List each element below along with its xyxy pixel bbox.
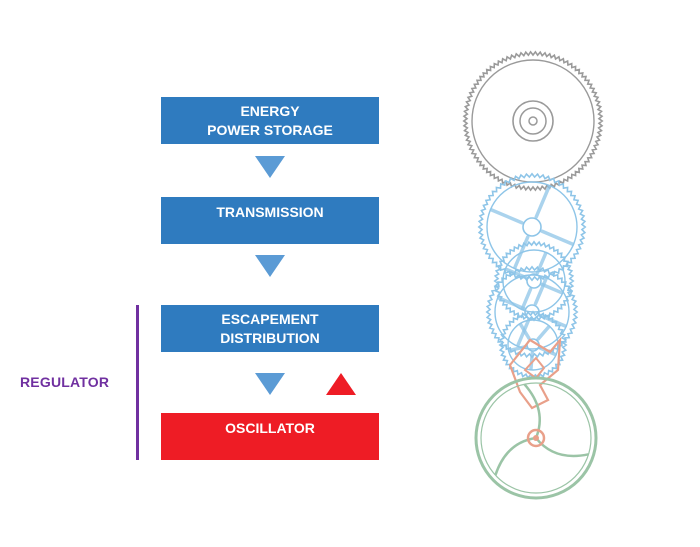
- step-oscillator-box: OSCILLATOR: [161, 413, 379, 460]
- escape-wheel-gear-spoke: [518, 322, 531, 340]
- down-triangle-icon: [255, 255, 285, 277]
- balance-staff: [533, 435, 539, 441]
- barrel-gear: [462, 50, 604, 192]
- center-wheel-gear-spoke: [489, 208, 524, 225]
- pallet-fork: [523, 356, 546, 380]
- escape-wheel-gear-spoke: [529, 351, 535, 371]
- balance-wheel-arm: [535, 437, 589, 458]
- fourth-wheel-gear-hub: [524, 304, 540, 320]
- escape-wheel-gear-spoke: [507, 345, 527, 353]
- step-oscillator-line-1: OSCILLATOR: [225, 420, 315, 436]
- balance-wheel-arm: [494, 436, 537, 476]
- fourth-wheel-gear-rim: [494, 274, 570, 350]
- down-triangle-icon: [255, 156, 285, 178]
- center-wheel-gear-hub: [522, 217, 542, 237]
- fourth-wheel-gear-spoke: [533, 277, 548, 306]
- third-wheel-gear: [493, 240, 575, 322]
- fourth-wheel-gear-spoke: [497, 296, 526, 311]
- balance-roller: [526, 428, 546, 448]
- up-triangle-icon: [326, 373, 356, 395]
- center-wheel-gear-rim: [486, 181, 578, 273]
- balance-wheel-inner: [480, 382, 592, 494]
- regulator-bracket: [136, 305, 139, 460]
- center-wheel-gear-spoke: [534, 184, 551, 219]
- third-wheel-gear-spoke: [520, 287, 533, 311]
- fourth-wheel-gear-spoke: [516, 318, 531, 347]
- balance-wheel-arm: [523, 383, 541, 439]
- barrel-gear-hub: [512, 100, 554, 142]
- barrel-center: [528, 116, 538, 126]
- escape-wheel-gear-spoke: [536, 325, 551, 341]
- regulator-label: REGULATOR: [20, 374, 110, 390]
- step-escapement-box: ESCAPEMENT DISTRIBUTION: [161, 305, 379, 352]
- third-wheel-gear-hub: [526, 273, 542, 289]
- step-energy-line-2: POWER STORAGE: [207, 122, 333, 138]
- step-energy-line-1: ENERGY: [240, 103, 300, 119]
- step-energy-box: ENERGY POWER STORAGE: [161, 97, 379, 144]
- watch-movement-illustration: [462, 50, 604, 500]
- escape-wheel-gear: [498, 310, 568, 380]
- balance-wheel-rim: [474, 376, 598, 500]
- barrel-gear-rim: [471, 59, 595, 183]
- center-wheel-gear-spoke: [540, 229, 575, 246]
- step-escapement-line-2: DISTRIBUTION: [220, 330, 320, 346]
- center-wheel-gear: [477, 172, 587, 282]
- step-transmission-line-1: TRANSMISSION: [216, 204, 324, 220]
- step-transmission-box: TRANSMISSION: [161, 197, 379, 244]
- barrel-arbor: [519, 107, 547, 135]
- pallet-lever: [508, 336, 562, 410]
- down-triangle-icon: [255, 373, 285, 395]
- escape-wheel-gear-rim: [507, 319, 559, 371]
- third-wheel-gear-spoke: [540, 282, 564, 295]
- step-escapement-line-1: ESCAPEMENT: [221, 311, 319, 327]
